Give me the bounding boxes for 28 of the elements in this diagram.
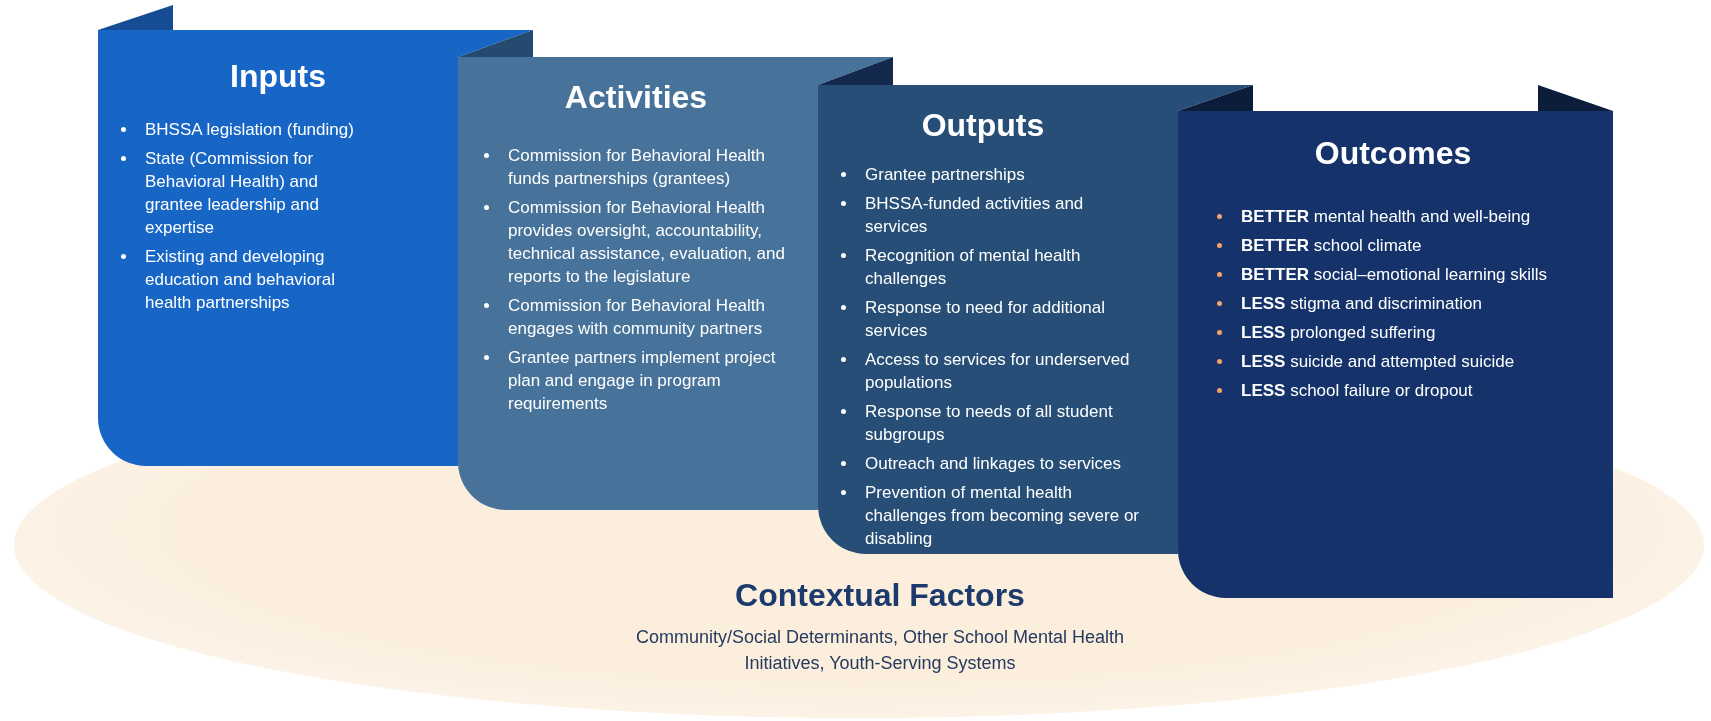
bullet-text: LESS suicide and attempted suicide — [1241, 351, 1515, 373]
panel-heading: Inputs — [230, 58, 326, 95]
context-title: Contextual Factors — [734, 577, 1026, 614]
bullet-text: Existing and developing education and behavioral health partnerships — [145, 246, 336, 314]
bullet-text: LESS prolonged suffering — [1241, 322, 1436, 344]
bullet-text: BHSSA legislation (funding) — [145, 119, 354, 141]
bullet-text: Grantee partnerships — [865, 164, 1025, 186]
bullet-text: Response to needs of all student subgroups — [865, 401, 1114, 446]
bullet-text: BHSSA-funded activities and services — [865, 193, 1085, 238]
context-description: Community/Social Determinants, Other School Mental Health Initiatives, Youth-Serving Systems — [634, 626, 1126, 675]
bullet-text: BETTER social–emotional learning skills — [1241, 264, 1548, 286]
bullet-text: Recognition of mental health challenges — [865, 245, 1082, 290]
bullet-text: Access to services for underserved populations — [865, 349, 1131, 394]
bullet-text: Commission for Behavioral Health provides oversight, accountability, technical assistance, evaluation, and reports to the legislature — [508, 197, 786, 288]
panel-heading: Outcomes — [1314, 135, 1472, 172]
bullet-text: Prevention of mental health challenges from becoming severe or disabling — [865, 482, 1141, 550]
bullet-text: Commission for Behavioral Health engages with community partners — [508, 295, 766, 340]
bullet-text: Commission for Behavioral Health funds partnerships (grantees) — [508, 145, 766, 190]
bullet-text: State (Commission for Behavioral Health) and grantee leadership and expertise — [145, 148, 320, 239]
panel-heading: Outputs — [921, 107, 1045, 144]
bullet-text: Outreach and linkages to services — [865, 453, 1122, 475]
bullet-text: Response to need for additional services — [865, 297, 1107, 342]
bullet-text: Grantee partners implement project plan and engage in program requirements — [508, 347, 777, 415]
bullet-text: LESS school failure or dropout — [1241, 380, 1473, 402]
panel-heading: Activities — [564, 79, 708, 116]
bullet-text: LESS stigma and discrimination — [1241, 293, 1482, 315]
bullet-text: BETTER school climate — [1241, 235, 1422, 257]
bullet-text: BETTER mental health and well-being — [1241, 206, 1531, 228]
